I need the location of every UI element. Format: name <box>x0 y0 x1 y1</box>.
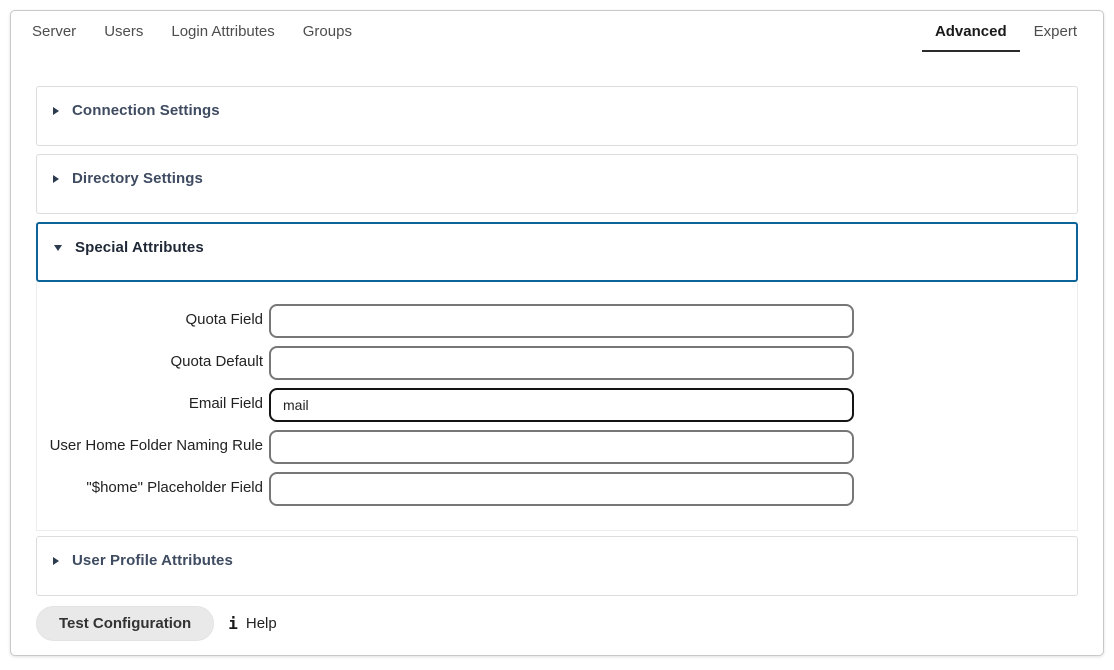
home-placeholder-input[interactable] <box>269 472 854 506</box>
footer: Test Configuration i Help <box>36 606 1103 641</box>
section-special-attributes[interactable]: Special Attributes <box>36 222 1078 282</box>
section-header: Connection Settings <box>37 87 1077 134</box>
section-title: User Profile Attributes <box>72 552 233 569</box>
help-label: Help <box>245 615 277 632</box>
email-field-label: Email Field <box>188 395 263 412</box>
caret-right-icon <box>53 556 59 565</box>
section-header: Special Attributes <box>38 224 1076 271</box>
form-row-home-placeholder: "$home" Placeholder Field <box>37 472 1077 506</box>
section-directory-settings[interactable]: Directory Settings <box>36 154 1078 214</box>
form-row-quota-default: Quota Default <box>37 346 1077 380</box>
quota-field-input[interactable] <box>269 304 854 338</box>
caret-down-icon <box>54 244 62 251</box>
tab-expert[interactable]: Expert <box>1033 23 1077 40</box>
form-row-home-folder-rule: User Home Folder Naming Rule <box>37 430 1077 464</box>
info-icon: i <box>228 613 238 633</box>
section-connection-settings[interactable]: Connection Settings <box>36 86 1078 146</box>
section-user-profile-attributes[interactable]: User Profile Attributes <box>36 536 1078 596</box>
quota-field-label: Quota Field <box>185 311 263 328</box>
caret-right-icon <box>53 106 59 115</box>
tab-bar: Server Users Login Attributes Groups Adv… <box>11 11 1103 59</box>
email-field-input[interactable] <box>269 388 854 422</box>
tab-group-left: Server Users Login Attributes Groups <box>32 11 366 50</box>
caret-right-icon <box>53 174 59 183</box>
tab-login-attributes[interactable]: Login Attributes <box>171 23 275 40</box>
tab-groups[interactable]: Groups <box>302 23 352 40</box>
section-title: Directory Settings <box>72 170 203 187</box>
special-attributes-form: Quota Field Quota Default Email Field Us… <box>36 282 1078 531</box>
home-placeholder-label: "$home" Placeholder Field <box>86 479 263 496</box>
test-configuration-button[interactable]: Test Configuration <box>36 606 215 641</box>
quota-default-input[interactable] <box>269 346 854 380</box>
quota-default-label: Quota Default <box>170 353 263 370</box>
accordion-sections: Connection Settings Directory Settings S… <box>11 59 1103 596</box>
home-folder-rule-input[interactable] <box>269 430 854 464</box>
tab-users[interactable]: Users <box>104 23 144 40</box>
tab-server[interactable]: Server <box>32 23 77 40</box>
section-title: Connection Settings <box>72 102 220 119</box>
home-folder-rule-label: User Home Folder Naming Rule <box>49 437 263 454</box>
help-link[interactable]: i Help <box>228 615 277 632</box>
form-row-quota-field: Quota Field <box>37 304 1077 338</box>
tab-advanced[interactable]: Advanced <box>921 11 1020 52</box>
section-header: Directory Settings <box>37 155 1077 202</box>
section-header: User Profile Attributes <box>37 537 1077 584</box>
tab-group-right: Advanced Expert <box>921 11 1091 52</box>
section-title: Special Attributes <box>75 239 204 256</box>
form-row-email-field: Email Field <box>37 388 1077 422</box>
ldap-settings-panel: Server Users Login Attributes Groups Adv… <box>10 10 1104 656</box>
